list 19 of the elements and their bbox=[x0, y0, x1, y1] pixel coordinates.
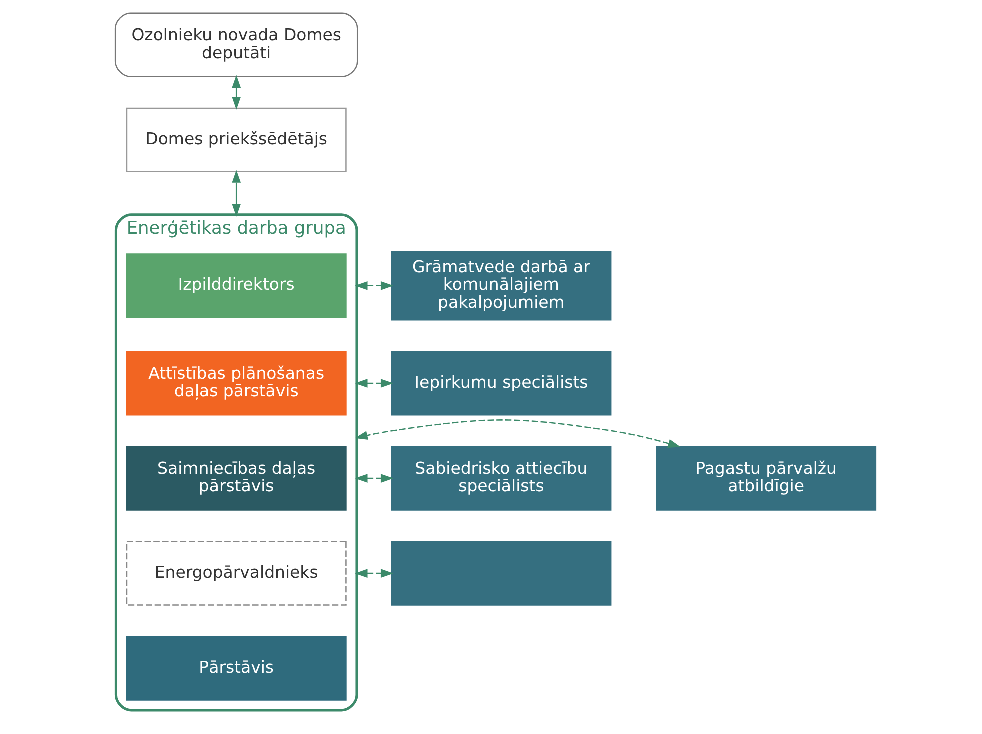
arrow bbox=[232, 170, 242, 217]
node-box bbox=[391, 541, 612, 606]
node-box: Pārstāvis bbox=[126, 636, 347, 701]
node-box: Grāmatvede darbā ar komunālajiem pakalpojumiem bbox=[391, 251, 612, 321]
arrow bbox=[232, 75, 242, 110]
node-box: Domes priekšsēdētājs bbox=[126, 108, 347, 172]
node-box: Saimniecības daļas pārstāvis bbox=[126, 446, 347, 511]
node-box: Izpilddirektors bbox=[126, 254, 347, 318]
arrow bbox=[355, 569, 394, 578]
node-box: Attīstības plānošanas daļas pārstāvis bbox=[126, 351, 347, 416]
arrow bbox=[355, 474, 394, 483]
node-box: Ozolnieku novada Domes deputāti bbox=[114, 12, 358, 78]
node-box: Pagastu pārvalžu atbildīgie bbox=[656, 446, 877, 511]
arrow bbox=[355, 379, 394, 388]
node-box: Energopārvaldnieks bbox=[126, 541, 347, 606]
arrow bbox=[355, 420, 681, 448]
arrow bbox=[355, 281, 394, 290]
node-box: Iepirkumu speciālists bbox=[391, 351, 612, 416]
node-box: Sabiedrisko attiecību speciālists bbox=[391, 446, 612, 511]
